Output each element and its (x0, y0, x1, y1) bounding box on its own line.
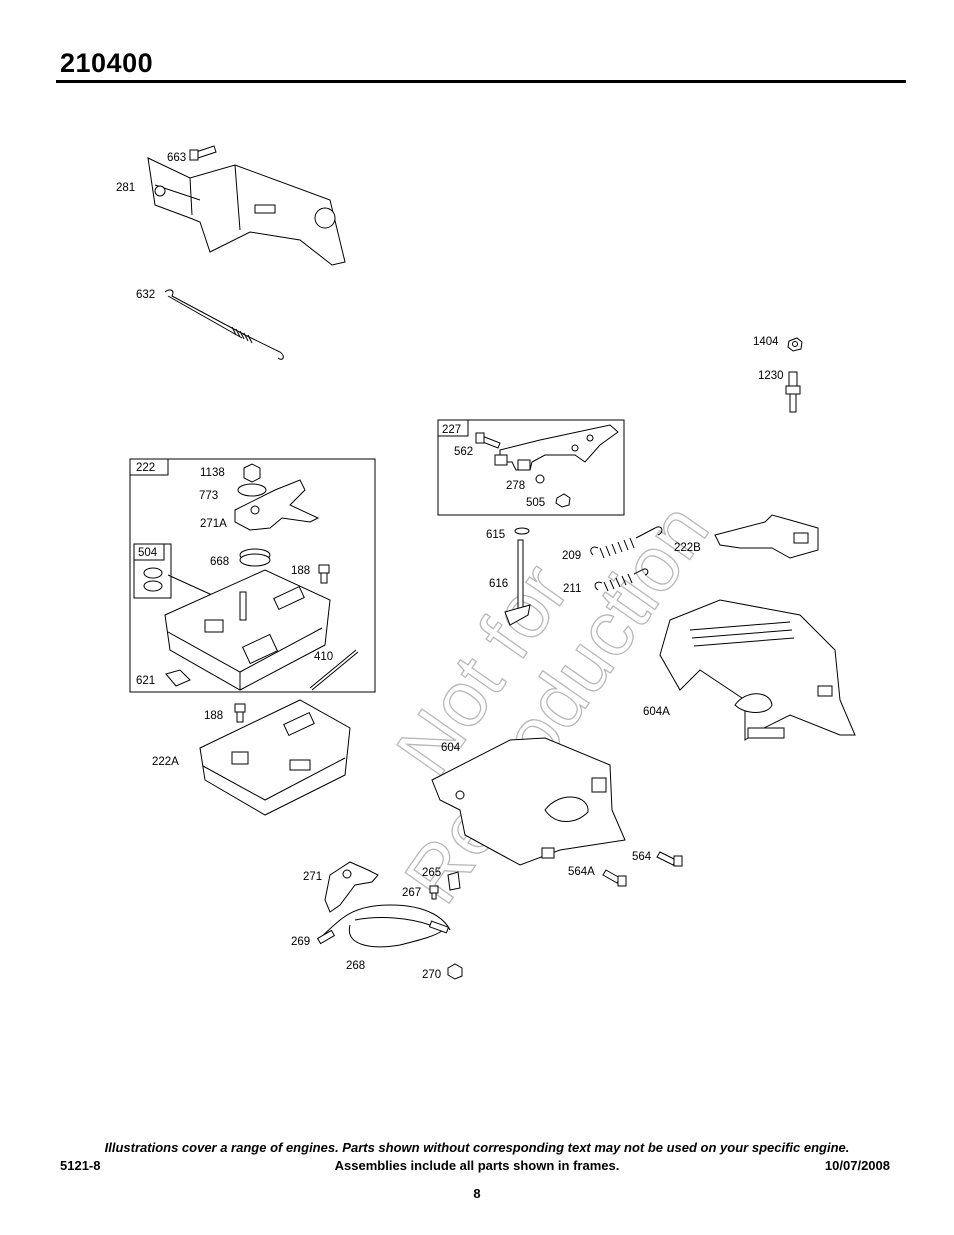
part-188-screw (318, 564, 330, 584)
part-label: 773 (199, 490, 218, 502)
part-668-pulley (239, 548, 271, 567)
part-271-lever (324, 861, 379, 913)
part-label: 1404 (753, 336, 779, 348)
footer-disclaimer: Illustrations cover a range of engines. … (104, 1140, 850, 1155)
part-label: 615 (486, 529, 505, 541)
part-label: 222A (152, 756, 179, 768)
frame-227-label: 227 (442, 424, 461, 436)
part-label: 632 (136, 289, 155, 301)
frame-504-label: 504 (138, 547, 158, 559)
part-label: 188 (291, 565, 310, 577)
part-616-shaft (504, 539, 531, 626)
part-604-shroud (431, 737, 626, 866)
part-label: 1230 (758, 370, 784, 382)
frames-note: Assemblies include all parts shown in fr… (334, 1158, 620, 1173)
doc-date: 10/07/2008 (824, 1158, 890, 1173)
part-label: 562 (454, 446, 473, 458)
part-504-washer-2 (143, 580, 163, 592)
page-title: 210400 (60, 48, 154, 78)
part-1404-nut (787, 337, 803, 352)
part-1138-nut (243, 463, 261, 483)
part-label: 668 (210, 556, 229, 568)
part-564-screw (656, 851, 683, 867)
frame-227-tag (437, 419, 469, 437)
part-265-clip (447, 871, 461, 891)
part-label: 505 (526, 497, 545, 509)
part-281-bracket (147, 157, 346, 266)
part-label: 269 (291, 936, 310, 948)
part-222A-base-plate (199, 699, 351, 816)
part-label: 271A (200, 518, 227, 530)
part-663-screw (189, 145, 217, 161)
part-227-lever (494, 424, 619, 471)
part-label: 1138 (200, 467, 225, 479)
part-label: 268 (346, 960, 365, 972)
frame-222-label: 222 (136, 462, 155, 474)
frame-504-tag (133, 543, 165, 561)
part-label: 265 (422, 867, 441, 879)
part-621-clip (165, 669, 191, 687)
part-label: 621 (136, 675, 155, 687)
part-270-nut (447, 963, 463, 980)
part-label: 604 (441, 742, 461, 754)
page-number: 8 (473, 1186, 481, 1201)
part-label: 209 (562, 550, 581, 562)
frame-222-tag (129, 458, 169, 476)
header-rule (56, 80, 906, 83)
part-505-nut (555, 493, 571, 508)
part-564A-screw (602, 869, 627, 887)
part-label: 211 (563, 583, 581, 595)
part-label: 222B (674, 542, 701, 554)
doc-number: 5121-8 (60, 1158, 101, 1173)
part-188b-screw (234, 703, 246, 723)
part-209-spring (590, 526, 663, 559)
part-278-washer (535, 474, 545, 484)
part-label: 604A (643, 706, 670, 718)
part-label: 188 (204, 710, 223, 722)
part-410-link (309, 649, 359, 691)
part-504-washer-1 (143, 567, 163, 579)
part-label: 267 (402, 887, 421, 899)
part-label: 410 (314, 651, 333, 663)
part-1230-plug (785, 371, 801, 413)
part-211-spring (594, 568, 649, 592)
part-label: 270 (422, 969, 441, 981)
part-222B-bracket (714, 514, 819, 559)
part-label: 616 (489, 578, 508, 590)
frame-222 (129, 458, 376, 693)
part-615-washer (514, 527, 530, 535)
part-267-screw (429, 885, 439, 900)
part-label: 281 (116, 182, 135, 194)
part-268-cable (316, 904, 451, 948)
part-562-screw (475, 432, 501, 449)
part-271A-plate (234, 479, 320, 531)
part-label: 564 (632, 851, 652, 863)
part-label: 663 (167, 152, 186, 164)
part-label: 278 (506, 480, 525, 492)
part-222-base-plate (164, 569, 331, 691)
frame-227 (437, 419, 625, 516)
part-label: 564A (568, 866, 595, 878)
part-label: 271 (303, 871, 322, 883)
part-632-link (164, 289, 284, 360)
part-604A-shroud (659, 599, 856, 741)
part-773-washer (237, 483, 267, 497)
